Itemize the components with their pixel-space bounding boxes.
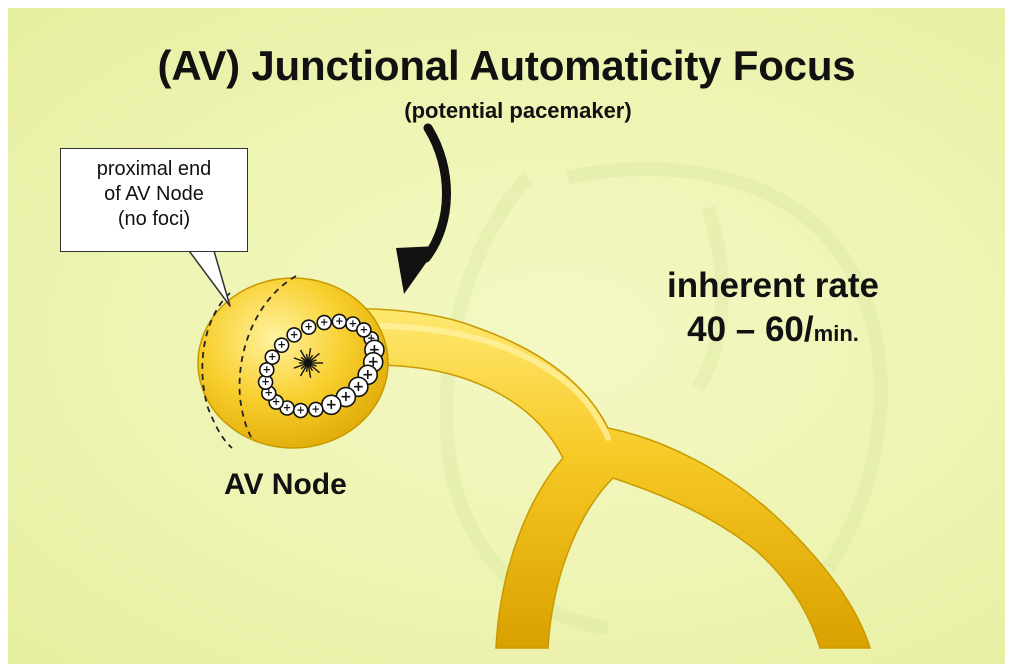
svg-text:+: + [290,330,299,341]
plus-circle-icon: + [287,328,301,342]
plus-circle-icon: + [309,402,323,416]
plus-circle-icon: + [357,323,371,337]
svg-text:+: + [326,397,338,413]
plus-circle-icon: + [302,320,316,334]
rate-value-line: 40 – 60/min. [628,308,918,356]
plus-circle-icon: + [265,350,279,364]
proximal-end-callout: proximal end of AV Node (no foci) [60,148,248,252]
callout-pointer [184,244,230,306]
callout-line-2: of AV Node [61,182,247,207]
page-title: (AV) Junctional Automaticity Focus [8,42,1005,90]
plus-circle-icon: + [294,404,308,418]
svg-text:+: + [340,389,352,405]
plus-circle-icon: + [322,395,341,414]
svg-text:+: + [320,318,329,329]
rate-slash: / [804,310,814,349]
plus-circle-icon: + [317,316,331,330]
page-subtitle: (potential pacemaker) [368,98,668,124]
curved-arrow-icon [396,128,447,294]
callout-line-3: (no foci) [61,207,247,232]
svg-text:+: + [296,405,305,416]
svg-text:+: + [335,316,344,327]
svg-text:+: + [262,365,271,376]
svg-text:+: + [312,404,321,415]
svg-text:+: + [261,377,270,388]
plus-circle-icon: + [332,314,346,328]
svg-text:+: + [304,322,313,333]
svg-text:+: + [283,403,292,414]
plus-circle-icon: + [275,338,289,352]
inherent-rate-label: inherent rate 40 – 60/min. [628,264,918,356]
rate-heading: inherent rate [628,264,918,308]
svg-text:+: + [268,352,277,363]
diagram-canvas: ++++++++++++++++++++++ (AV) Junctional A… [8,8,1005,664]
rate-unit: min. [814,321,859,346]
svg-text:+: + [349,319,358,330]
rate-value: 40 – 60 [687,310,804,349]
callout-line-1: proximal end [61,157,247,182]
svg-text:+: + [360,325,369,336]
av-node-label: AV Node [224,468,404,502]
svg-text:+: + [277,340,286,351]
